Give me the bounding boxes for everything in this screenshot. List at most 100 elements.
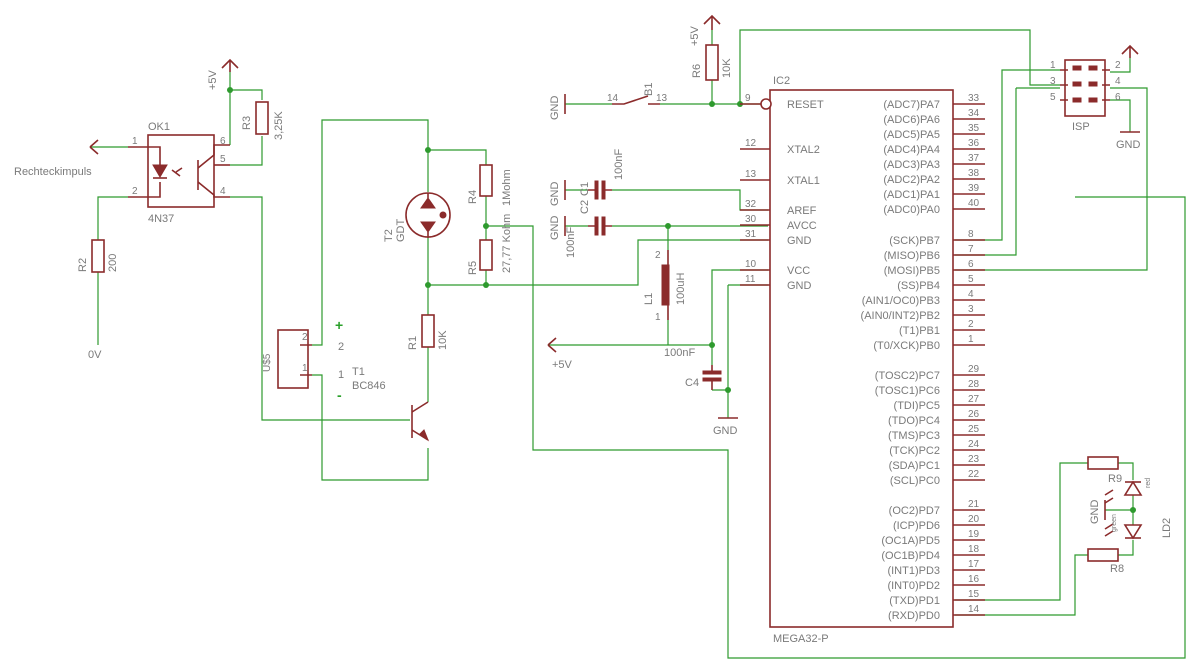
ic2-pin-number: 9 bbox=[745, 93, 751, 104]
u5-pin2: 2 bbox=[302, 332, 308, 343]
gnd-ld2: GND bbox=[1089, 500, 1101, 525]
led-ld2 bbox=[1104, 480, 1143, 540]
isp-pin1: 1 bbox=[1050, 60, 1056, 71]
ic2-pin-name: (SCL)PC0 bbox=[890, 475, 940, 487]
ic2-pin-number: 11 bbox=[745, 274, 756, 285]
ic2-pin-number: 13 bbox=[745, 169, 757, 180]
ic2-pin-name: (MOSI)PB5 bbox=[884, 265, 940, 277]
r6-name: R6 bbox=[691, 64, 703, 78]
ic2-pin-name: (ADC1)PA1 bbox=[883, 189, 940, 201]
u5-pin2-out: 2 bbox=[338, 341, 344, 353]
gnd-isp: GND bbox=[1116, 139, 1141, 151]
ld2-name: LD2 bbox=[1161, 518, 1173, 538]
ic2-pin-number: 33 bbox=[968, 93, 980, 104]
wires bbox=[90, 29, 1186, 659]
inductor-l1 bbox=[661, 250, 670, 320]
ic2-pin-number: 17 bbox=[968, 559, 980, 570]
u5-name: U$5 bbox=[262, 353, 273, 372]
ic2-pin-number: 16 bbox=[968, 574, 980, 585]
ic2-pin-name: (SS)PB4 bbox=[897, 280, 940, 292]
r9-name: R9 bbox=[1108, 473, 1122, 485]
ok1-name: OK1 bbox=[148, 121, 170, 133]
input-arrow-icon bbox=[89, 139, 99, 155]
ic2-pin-number: 34 bbox=[968, 108, 980, 119]
ic2-pin-name: (OC1B)PD4 bbox=[881, 550, 940, 562]
t2-part: GDT bbox=[395, 219, 407, 243]
c2-value: 100nF bbox=[565, 227, 577, 258]
ic2-pin-number: 5 bbox=[968, 274, 974, 285]
c2-name: C2 bbox=[579, 200, 591, 214]
u5-pin1: 1 bbox=[302, 363, 308, 374]
resistor-r1 bbox=[421, 314, 435, 348]
r2-value: 200 bbox=[107, 254, 119, 272]
ic2-pin-name: (TOSC2)PC7 bbox=[875, 370, 940, 382]
ic2-pin-number: 6 bbox=[968, 259, 974, 270]
ic2-pin-name: (SCK)PB7 bbox=[889, 235, 940, 247]
resistor-r9 bbox=[1087, 456, 1119, 470]
ic2-pin-number: 19 bbox=[968, 529, 980, 540]
ok1-part: 4N37 bbox=[148, 213, 174, 225]
switch-b1 bbox=[612, 95, 660, 105]
ic2-pin-number: 15 bbox=[968, 589, 980, 600]
gnd-c4: GND bbox=[713, 425, 738, 437]
l1-name: L1 bbox=[643, 293, 655, 305]
isp-pin2: 2 bbox=[1115, 60, 1121, 71]
ic2-pin-number: 4 bbox=[968, 289, 974, 300]
label-5v-r6: +5V bbox=[689, 25, 701, 46]
ic2-pin-number: 25 bbox=[968, 424, 980, 435]
ic2-pin-number: 32 bbox=[745, 199, 757, 210]
label-0v: 0V bbox=[88, 349, 102, 361]
t1-part: BC846 bbox=[352, 380, 386, 392]
ok1-pin1: 1 bbox=[132, 136, 138, 147]
ic2-left-pins: 9RESET12XTAL213XTAL132AREF30AVCC31GND10V… bbox=[740, 93, 824, 292]
ic2-pin-number: 2 bbox=[968, 319, 974, 330]
b1-name: B1 bbox=[643, 83, 655, 96]
r1-name: R1 bbox=[407, 336, 419, 350]
resistor-r4 bbox=[479, 164, 493, 197]
ic2-pin-name: (ICP)PD6 bbox=[893, 520, 940, 532]
ic2-pin-number: 1 bbox=[968, 334, 974, 345]
r1-value: 10K bbox=[437, 330, 449, 350]
c4-name: C4 bbox=[685, 377, 699, 389]
ok1-pin4: 4 bbox=[220, 186, 226, 197]
capacitor-c2 bbox=[588, 216, 612, 236]
ic2-pin-number: 37 bbox=[968, 153, 980, 164]
l1-pin1: 1 bbox=[655, 312, 661, 323]
ic2-pin-name: (ADC7)PA7 bbox=[883, 99, 940, 111]
r3-name: R3 bbox=[241, 116, 253, 130]
ld2-green: green bbox=[1111, 514, 1118, 532]
label-5v-l1: +5V bbox=[552, 359, 573, 371]
resistor-r2 bbox=[91, 239, 105, 273]
ic2-pin-name: (SDA)PC1 bbox=[889, 460, 940, 472]
resistor-r8 bbox=[1087, 548, 1119, 562]
ic2-pin-number: 3 bbox=[968, 304, 974, 315]
isp-pin5: 5 bbox=[1050, 92, 1056, 103]
ic2-pin-number: 28 bbox=[968, 379, 980, 390]
vcc-arrow-icon-r6 bbox=[703, 14, 721, 30]
ic2-pin-name: (AIN1/OC0)PB3 bbox=[862, 295, 940, 307]
optocoupler-ok1 bbox=[128, 134, 230, 208]
ic2-name: IC2 bbox=[773, 75, 790, 87]
ic2-pin-number: 12 bbox=[745, 138, 757, 149]
c1-name: C1 bbox=[579, 182, 591, 196]
resistor-r6 bbox=[705, 44, 719, 81]
connector-u5 bbox=[277, 329, 312, 389]
gdt-t2 bbox=[405, 192, 451, 238]
transistor-t1 bbox=[411, 401, 430, 442]
ic2-pin-name: (TOSC1)PC6 bbox=[875, 385, 940, 397]
isp-name: ISP bbox=[1072, 121, 1090, 133]
ic2-pin-number: 31 bbox=[745, 229, 757, 240]
ic2-pin-name: (TDI)PC5 bbox=[894, 400, 940, 412]
t1-name: T1 bbox=[352, 366, 365, 378]
ic2-pin-number: 10 bbox=[745, 259, 757, 270]
ic2-pin-number: 8 bbox=[968, 229, 974, 240]
ic2-pin-name: GND bbox=[787, 235, 812, 247]
r4-value: 1Mohm bbox=[501, 169, 513, 206]
ic2-pin-name: (ADC0)PA0 bbox=[883, 204, 940, 216]
ic2-pin-name: (TCK)PC2 bbox=[889, 445, 940, 457]
ic2-pin-name: (INT0)PD2 bbox=[887, 580, 940, 592]
ic2-pin-name: RESET bbox=[787, 99, 824, 111]
ic2-pin-number: 23 bbox=[968, 454, 980, 465]
ok1-pin6: 6 bbox=[220, 136, 226, 147]
